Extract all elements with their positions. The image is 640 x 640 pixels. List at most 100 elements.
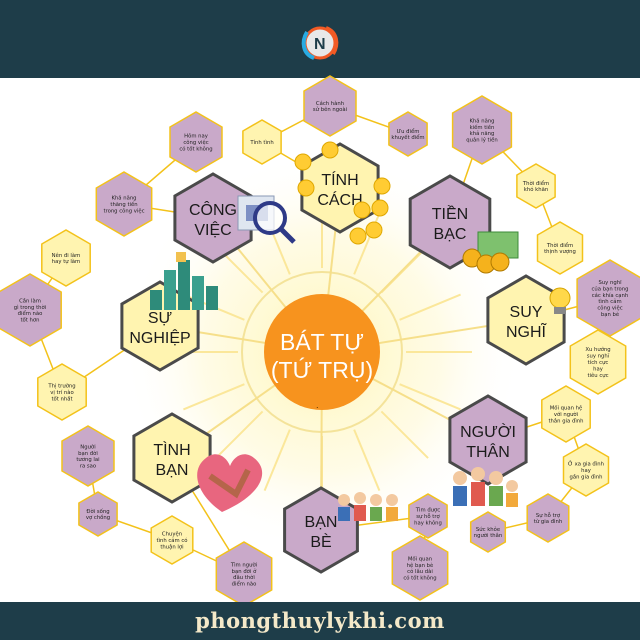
detail-label-line: Thời điểm xyxy=(546,242,573,249)
detail-label-line: tương lai xyxy=(76,457,99,463)
detail-label-line: có lâu dài xyxy=(407,568,433,575)
detail-hexagon xyxy=(303,75,357,137)
sun-ray xyxy=(380,410,429,459)
detail-label-line: bạn bè xyxy=(601,311,619,318)
detail-label-line: Tìm người xyxy=(230,561,257,568)
detail-hexagon xyxy=(242,119,282,165)
category-label-line2: NGHĨ xyxy=(506,321,548,341)
detail-label-line: đâu thời xyxy=(233,574,255,581)
detail-hexagon xyxy=(576,259,640,337)
category-label-line1: NGƯỜI xyxy=(460,422,516,441)
detail-hexagon xyxy=(37,363,87,421)
detail-hexagon xyxy=(562,443,610,497)
detail-label-line: gần gia đình xyxy=(570,472,603,480)
detail-label-line: quản lý tiền xyxy=(466,136,497,144)
category-label-line2: NGHIỆP xyxy=(129,328,190,347)
detail-label-line: với người xyxy=(554,411,578,418)
detail-label-line: Khả năng xyxy=(469,117,494,124)
detail-label-line: người thân xyxy=(474,532,503,539)
detail-label-line: khuyết điểm xyxy=(391,134,424,141)
detail-label-line: sự hỗ trợ xyxy=(416,513,440,520)
detail-label-line: khó khăn xyxy=(524,186,548,193)
category-label-line2: CÁCH xyxy=(317,190,362,209)
detail-label-line: hay xyxy=(593,366,603,372)
detail-label-line: hệ bạn bè xyxy=(407,562,434,569)
detail-node: Tính tình xyxy=(242,119,282,165)
detail-label-line: vị trí nào xyxy=(50,389,74,396)
detail-label-line: Sức khỏe xyxy=(476,526,500,533)
category-label-line2: BẠN xyxy=(156,462,189,479)
detail-hexagon xyxy=(541,385,591,443)
detail-hexagon xyxy=(526,493,570,543)
category-label-line1: TÌNH xyxy=(153,440,190,459)
detail-hexagon xyxy=(0,273,62,347)
friends-group-icon xyxy=(338,492,398,521)
category-label-line2: THÂN xyxy=(466,442,510,461)
detail-hexagon xyxy=(388,111,428,157)
detail-label-line: kiếm tiền xyxy=(470,123,495,131)
detail-label-line: điểm nào xyxy=(18,310,43,317)
detail-label-line: từ gia đình xyxy=(534,518,562,525)
detail-label-line: sử bên ngoài xyxy=(313,106,347,113)
center-node: BÁT TỰ (TỨ TRỤ) . xyxy=(264,294,380,410)
sun-ray xyxy=(353,429,381,491)
center-rays xyxy=(172,202,472,502)
center-circle xyxy=(264,294,380,410)
detail-hexagon xyxy=(451,95,513,165)
detail-label-line: thịnh vượng xyxy=(544,249,576,255)
detail-label-line: có tốt không xyxy=(179,145,212,152)
detail-label-line: ra sao xyxy=(80,464,96,470)
detail-hexagon xyxy=(408,493,448,539)
detail-label-line: gì trong thời xyxy=(14,304,46,311)
detail-label-line: Sự hỗ trợ xyxy=(536,512,561,519)
detail-label-line: bạn đời ở xyxy=(232,568,257,575)
category-label-line1: TÍNH xyxy=(321,170,358,189)
detail-label-line: Ở xa gia đình xyxy=(568,460,604,468)
footer-site-name: phongthuylykhi.com xyxy=(0,602,640,640)
detail-label-line: thuận lợi xyxy=(160,543,183,550)
detail-label-line: Cần làm xyxy=(19,296,41,304)
detail-hexagon xyxy=(536,221,584,275)
detail-label-line: công việc xyxy=(183,139,208,146)
detail-label-line: tiêu cực xyxy=(587,372,608,379)
category-tinh-ban: TÌNH BẠN xyxy=(132,412,212,504)
detail-label-line: suy nghĩ xyxy=(587,354,610,360)
brand-logo: N xyxy=(301,26,339,60)
detail-label-line: Mối quan hệ xyxy=(550,405,583,412)
detail-label-line: hay tự làm xyxy=(52,258,80,265)
category-label-line1: CÔNG xyxy=(189,200,237,219)
detail-label-line: tình cảm xyxy=(598,298,621,305)
detail-label-line: hay xyxy=(581,468,591,474)
detail-label-line: tốt nhất xyxy=(51,395,72,402)
category-label-line2: VIỆC xyxy=(194,220,231,239)
detail-label-line: Ưu điểm xyxy=(397,128,420,135)
detail-label-line: tích cực xyxy=(588,359,609,366)
sun-ray xyxy=(183,383,245,411)
detail-label-line: Khả năng xyxy=(111,195,136,202)
category-label-line1: BẠN xyxy=(305,514,338,531)
detail-label-line: Người xyxy=(80,443,95,450)
growth-city-icon xyxy=(150,252,218,310)
heart-hands-icon xyxy=(197,454,263,512)
sun-ray xyxy=(399,293,461,321)
category-hexagon xyxy=(408,174,492,270)
emoji-cluster-icon xyxy=(294,141,391,245)
detail-label-line: Tính tình xyxy=(249,139,273,146)
category-label-line2: BÈ xyxy=(310,532,331,551)
category-label-line1: SUY xyxy=(510,304,543,321)
detail-label-line: trong công việc xyxy=(103,207,144,214)
